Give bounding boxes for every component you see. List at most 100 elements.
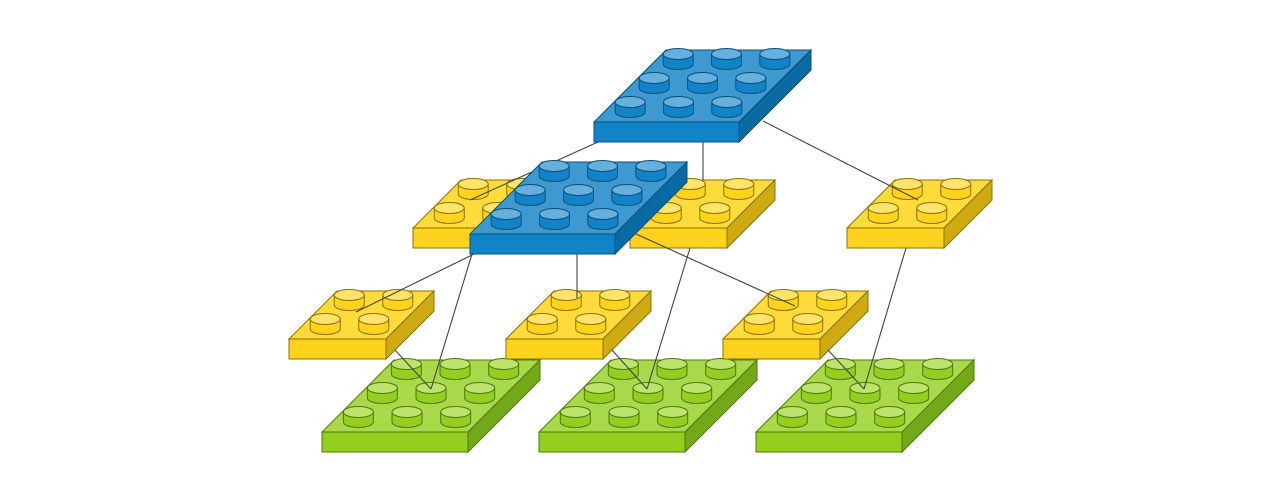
brick-stud bbox=[358, 313, 390, 335]
brick-stud bbox=[488, 358, 520, 380]
brick-low-yellow-1 bbox=[287, 289, 436, 361]
brick-stud bbox=[743, 313, 775, 335]
brick-stud bbox=[433, 202, 465, 224]
brick-stud bbox=[711, 96, 743, 118]
brick-stud bbox=[563, 184, 594, 206]
connector-layer bbox=[355, 120, 919, 390]
brick-stud bbox=[514, 184, 546, 206]
brick-stud bbox=[759, 48, 791, 70]
brick-stud bbox=[891, 178, 923, 200]
brick-stud bbox=[711, 48, 742, 70]
brick-stud bbox=[916, 202, 948, 224]
brick-top-blue bbox=[592, 48, 813, 144]
brick-stud bbox=[662, 48, 694, 70]
brick-stud bbox=[800, 382, 832, 404]
back-brick-layer bbox=[287, 48, 994, 454]
brick-stud bbox=[391, 406, 423, 428]
brick-stud bbox=[699, 202, 731, 224]
connector-line bbox=[762, 120, 919, 201]
brick-stud bbox=[687, 72, 718, 94]
brick-stud bbox=[342, 406, 374, 428]
brick-base-green-2 bbox=[537, 358, 759, 454]
brick-stud bbox=[767, 289, 799, 311]
brick-stud bbox=[776, 406, 808, 428]
brick-stud bbox=[723, 178, 755, 200]
brick-stud bbox=[735, 72, 767, 94]
brick-stud bbox=[607, 358, 639, 380]
brick-stud bbox=[867, 202, 899, 224]
brick-low-yellow-2 bbox=[504, 289, 653, 361]
brick-mid-blue bbox=[468, 160, 689, 256]
brick-stud bbox=[440, 406, 472, 428]
brick-stud bbox=[538, 160, 570, 182]
brick-stud bbox=[940, 178, 972, 200]
brick-stud bbox=[705, 358, 737, 380]
brick-stud bbox=[587, 208, 619, 230]
brick-stud bbox=[816, 289, 848, 311]
brick-stud bbox=[873, 358, 905, 380]
brick-stud bbox=[663, 96, 694, 118]
brick-stud bbox=[439, 358, 471, 380]
brick-stud bbox=[587, 160, 618, 182]
brick-stud bbox=[382, 289, 414, 311]
brick-stud bbox=[415, 382, 447, 404]
brick-stud bbox=[611, 184, 643, 206]
brick-mid-yellow-3 bbox=[845, 178, 994, 250]
front-brick-layer bbox=[468, 160, 689, 256]
brick-stud bbox=[583, 382, 615, 404]
brick-stud bbox=[898, 382, 930, 404]
brick-front-face bbox=[469, 233, 616, 255]
connector-line bbox=[355, 253, 475, 313]
brick-stud bbox=[849, 382, 881, 404]
brick-stud bbox=[550, 289, 582, 311]
brick-stud bbox=[333, 289, 365, 311]
connector-line bbox=[394, 349, 432, 390]
brick-stud bbox=[632, 382, 664, 404]
brick-front-face bbox=[321, 431, 469, 453]
brick-base-green-3 bbox=[754, 358, 976, 454]
brick-stud bbox=[657, 406, 689, 428]
brick-stud bbox=[656, 358, 688, 380]
brick-stud bbox=[922, 358, 954, 380]
brick-side-face bbox=[901, 358, 975, 454]
brick-side-face bbox=[684, 358, 758, 454]
brick-front-face bbox=[722, 338, 821, 360]
brick-stud bbox=[825, 406, 857, 428]
brick-side-face bbox=[467, 358, 541, 454]
brick-stud bbox=[490, 208, 522, 230]
connector-line bbox=[430, 253, 473, 390]
connector-line bbox=[827, 349, 865, 390]
brick-stud bbox=[681, 382, 713, 404]
brick-stud bbox=[390, 358, 422, 380]
brick-front-face bbox=[505, 338, 604, 360]
brick-front-face bbox=[288, 338, 387, 360]
brick-side-face bbox=[385, 289, 435, 361]
brick-stud bbox=[539, 208, 570, 230]
brick-side-face bbox=[819, 289, 869, 361]
connector-line bbox=[863, 247, 907, 390]
brick-front-face bbox=[538, 431, 686, 453]
connector-line bbox=[611, 349, 648, 390]
brick-stud bbox=[874, 406, 906, 428]
brick-stud bbox=[614, 96, 646, 118]
brick-front-face bbox=[755, 431, 903, 453]
brick-stud bbox=[824, 358, 856, 380]
brick-stud bbox=[635, 160, 667, 182]
brick-side-face bbox=[614, 160, 688, 256]
brick-base-green-1 bbox=[320, 358, 542, 454]
brick-stud bbox=[575, 313, 607, 335]
brick-stud bbox=[559, 406, 591, 428]
connector-line bbox=[646, 247, 691, 390]
brick-stud bbox=[608, 406, 640, 428]
brick-side-face bbox=[726, 178, 776, 250]
brick-stud bbox=[638, 72, 670, 94]
brick-stud bbox=[792, 313, 824, 335]
brick-front-face bbox=[846, 227, 945, 249]
brick-stud bbox=[309, 313, 341, 335]
brick-side-face bbox=[738, 48, 812, 144]
brick-side-face bbox=[943, 178, 993, 250]
brick-side-face bbox=[602, 289, 652, 361]
brick-stud bbox=[599, 289, 631, 311]
